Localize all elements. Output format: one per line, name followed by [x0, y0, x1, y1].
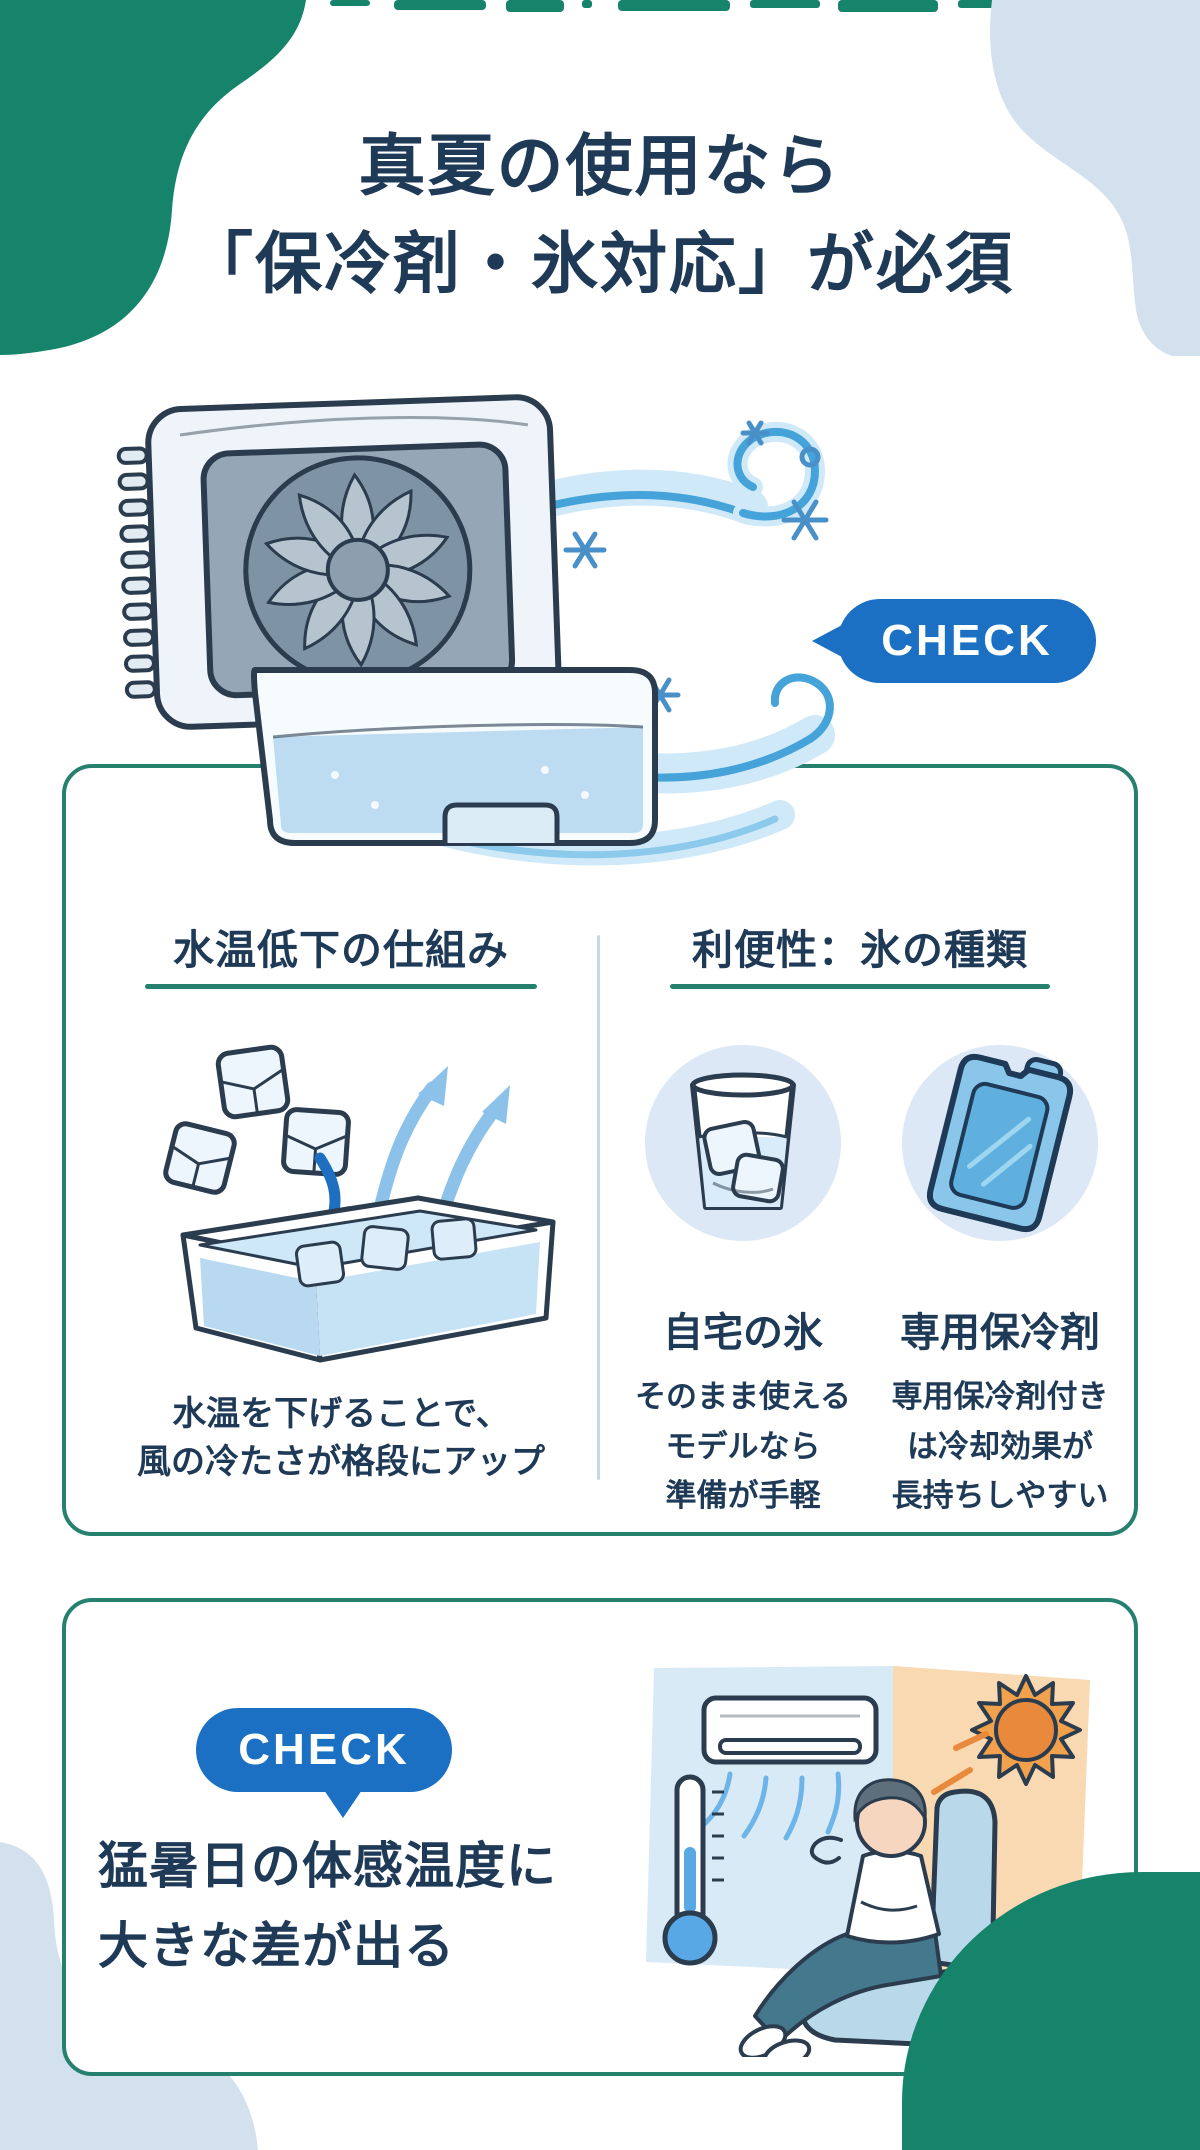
- glass-with-ice-icon: [690, 1072, 796, 1210]
- desc-line: そのまま使える: [634, 1379, 852, 1414]
- ice-pack-icon: [926, 1053, 1074, 1233]
- check-badge-bottom: CHECK: [196, 1708, 452, 1818]
- desc-line: 準備が手軽: [665, 1478, 821, 1514]
- check-badge-top-label: CHECK: [881, 616, 1053, 665]
- desc-line: は冷却効果が: [907, 1428, 1093, 1464]
- corner-blob-top-right: [990, 0, 1200, 356]
- ice-pack-desc: 専用保冷剤付き は冷却効果が 長持ちしやすい: [868, 1372, 1132, 1521]
- check-badge-top: CHECK: [812, 599, 1096, 683]
- ice-pack-label: 専用保冷剤: [900, 1311, 1100, 1355]
- mechanism-header: 水温低下の仕組み: [173, 927, 509, 973]
- cooler-fan-illustration: [116, 394, 835, 866]
- water-tank: [251, 667, 658, 846]
- check-badge-bottom-label: CHECK: [238, 1725, 410, 1774]
- mechanism-header-underline: [145, 984, 537, 989]
- page-title-line2: 「保冷剤・氷対応」が必須: [186, 227, 1014, 302]
- ice-types-header: 利便性：氷の種類: [692, 927, 1028, 973]
- ice-types-header-underline: [670, 984, 1050, 989]
- corner-blob-top-left: [0, 0, 306, 355]
- desc-line: モデルなら: [665, 1428, 821, 1464]
- bottom-message-line2: 大きな差が出る: [98, 1918, 455, 1974]
- desc-line: 専用保冷剤付き: [891, 1379, 1109, 1414]
- bottom-message: 猛暑日の体感温度に 大きな差が出る: [98, 1826, 668, 1986]
- mechanism-caption-line2: 風の冷たさが格段にアップ: [137, 1443, 545, 1482]
- air-conditioner-icon: [697, 1695, 879, 1841]
- ice-into-tank-illustration: [163, 1044, 556, 1363]
- thermometer-icon: [662, 1774, 724, 1966]
- bottom-message-line1: 猛暑日の体感温度に: [98, 1838, 557, 1894]
- home-ice-label: 自宅の氷: [663, 1311, 823, 1355]
- ice-cube-icon: [163, 1044, 351, 1195]
- desc-line: 長持ちしやすい: [891, 1478, 1109, 1514]
- mechanism-caption: 水温を下げることで、 風の冷たさが格段にアップ: [88, 1390, 594, 1487]
- sun-icon: [931, 1674, 1082, 1843]
- column-divider: [597, 935, 600, 1480]
- snowflake-icon: [563, 420, 829, 713]
- home-ice-desc: そのまま使える モデルなら 準備が手軽: [623, 1372, 863, 1521]
- page-title-line1: 真夏の使用なら: [358, 129, 842, 204]
- mechanism-caption-line1: 水温を下げることで、: [172, 1395, 510, 1433]
